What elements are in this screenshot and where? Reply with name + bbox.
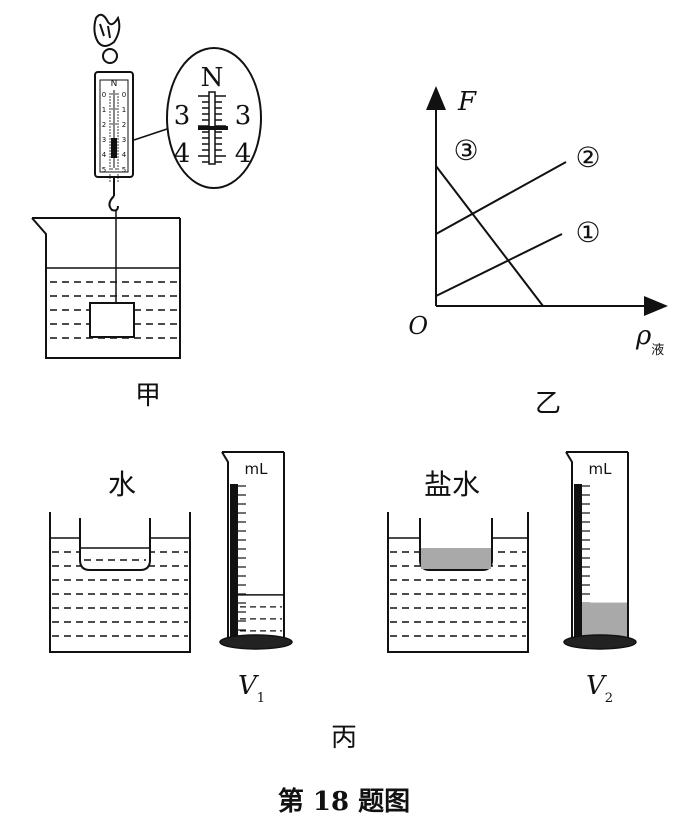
inner-water-lines [81, 547, 149, 561]
line-1 [435, 233, 563, 297]
panel-yi-label: 乙 [535, 389, 561, 419]
zoom-right-bottom: 4 [235, 139, 252, 169]
scale-tick-right: 3 [122, 136, 126, 144]
scale-tick-right: 1 [122, 106, 126, 114]
cylinder-liquid [582, 602, 627, 638]
cylinder-unit-label: mL [589, 460, 613, 478]
scale-tick-right: 0 [122, 91, 126, 99]
left-liquid-label: 水 [108, 468, 136, 501]
panel-jia-label: 甲 [135, 381, 161, 411]
zoom-callout: N 3 3 4 4 [133, 47, 262, 189]
panel-yi: F O ρ液 ① ② ③ 乙 [408, 86, 668, 419]
scale-tick-right: 5 [122, 166, 126, 174]
right-volume-label: V2 [586, 671, 613, 706]
figure-caption: 第 18 题图 [278, 786, 410, 817]
scale-tick-left: 2 [102, 121, 106, 129]
x-axis-label: ρ液 [635, 321, 664, 358]
line-1-label: ① [575, 216, 600, 249]
origin-label: O [408, 312, 428, 340]
line-2 [435, 161, 567, 235]
cylinder-base [219, 634, 293, 650]
zoom-left-bottom: 4 [174, 139, 191, 169]
cylinder-scale-bar [230, 484, 238, 638]
right-liquid-label: 盐水 [424, 468, 480, 501]
scale-tick-right: 2 [122, 121, 126, 129]
zoom-right-top: 3 [235, 101, 252, 131]
scale-tick-right: 4 [122, 151, 127, 159]
line-3-label: ③ [453, 134, 478, 167]
submerged-block [89, 302, 135, 338]
scale-tick-left: 1 [102, 106, 106, 114]
beaker-jia [31, 217, 181, 359]
line-2-label: ② [575, 141, 600, 174]
zoom-unit-label: N [201, 63, 224, 93]
scale-tick-left: 0 [102, 91, 106, 99]
scale-tick-left: 3 [102, 136, 106, 144]
scale-tick-left: 4 [102, 151, 107, 159]
scale-tick-left: 5 [102, 166, 106, 174]
panel-jia: N 0 0 1 1 2 2 3 3 4 4 5 5 N 3 3 4 4 [31, 13, 262, 411]
line-3 [435, 165, 544, 307]
scale-unit-label: N [111, 79, 118, 89]
panel-bing-label: 丙 [331, 723, 357, 753]
y-axis-label: F [457, 87, 477, 117]
brine-sample [421, 548, 491, 569]
beaker-bing-right [387, 512, 529, 653]
spring-scale: N 0 0 1 1 2 2 3 3 4 4 5 5 [94, 71, 134, 212]
beaker-bing-left [49, 512, 191, 653]
measuring-cylinder-right: mL [563, 451, 637, 650]
panel-bing: 水 mL V1 盐水 mL V2 丙 [49, 451, 637, 753]
cylinder-scale-bar [574, 484, 582, 638]
measuring-cylinder-left: mL [219, 451, 293, 650]
hand-icon [93, 13, 121, 64]
zoom-left-top: 3 [174, 101, 191, 131]
cylinder-base [563, 634, 637, 650]
cylinder-unit-label: mL [245, 460, 269, 478]
left-volume-label: V1 [238, 671, 265, 706]
